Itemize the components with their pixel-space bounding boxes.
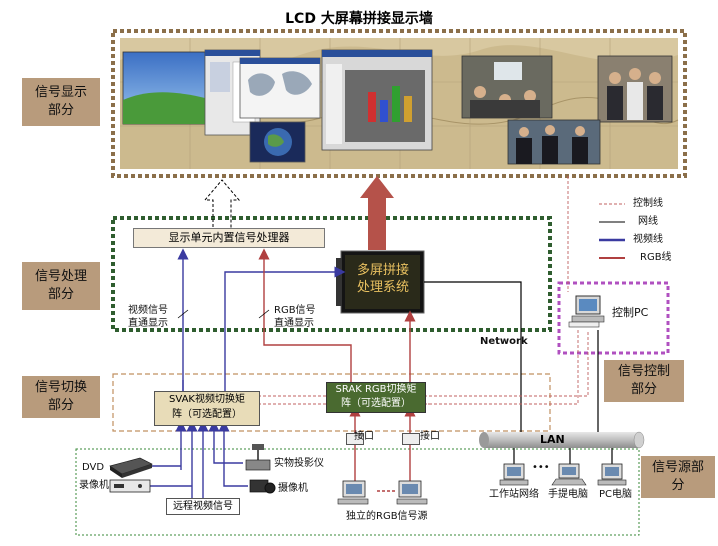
3d-chart-window [321,49,433,151]
lan-label: LAN [540,433,565,446]
rgb-source-pc-1 [337,480,369,505]
side-label-display-line2: 部分 [47,103,74,118]
laptop-pc [551,463,587,486]
interface-1 [346,433,364,445]
side-label-display: 信号显示 部分 [22,78,100,126]
dvd-label: DVD [82,462,105,473]
side-label-switching-line1: 信号切换 [34,380,87,395]
globe-window [249,121,306,163]
control-pc-label: 控制PC [612,306,649,319]
vcr-label: 录像机 [79,480,109,491]
rgb-direct-label: RGB信号 直通显示 [274,304,316,330]
srak-line2: 阵（可选配置） [341,398,411,409]
video-lines [150,248,346,498]
dots-label: ••• [532,462,550,473]
interface-1-label: 接口 [354,431,374,442]
vcr-device [109,479,151,493]
side-label-switching-line2: 部分 [47,398,74,413]
interface-2-label: 接口 [420,431,440,442]
diagram-title: LCD 大屏幕拼接显示墙 [285,11,433,27]
side-label-source-line1: 信号源部 [651,460,704,475]
video-direct-line1: 视频信号 [128,305,168,316]
rgb-direct-line1: RGB信号 [274,305,316,316]
legend-lines [599,203,625,259]
legend-video-line: 视频线 [633,234,663,245]
multi-screen-label-line2: 处理系统 [356,280,409,295]
meeting-photo [461,55,553,119]
legend-network-line: 网线 [638,216,658,227]
side-label-control: 信号控制 部分 [604,360,684,402]
srak-line1: SRAK RGB切换矩 [335,384,417,395]
rgb-source-pc-2 [396,480,428,505]
workstation-pc [499,463,529,486]
builtin-processor-box: 显示单元内置信号处理器 [133,228,325,248]
camera-label: 摄像机 [278,483,308,494]
side-label-processing: 信号处理 部分 [22,262,100,310]
srak-matrix: SRAK RGB切换矩 阵（可选配置） [326,382,426,413]
source-frame [75,448,640,536]
legend-control-line: 控制线 [633,198,663,209]
network-lines [424,281,613,464]
side-label-control-line2: 部分 [630,382,657,397]
projector-device [245,444,271,471]
builtin-to-wall-arrow [203,179,241,232]
side-label-source-line2: 分 [671,478,685,493]
multi-screen-label-line1: 多屏拼接 [356,263,409,278]
pc-label: PC电脑 [599,489,633,500]
legend-rgb-line: RGB线 [640,252,672,263]
svak-line2: 阵（可选配置） [172,409,242,420]
businessmen-photo [507,119,601,165]
projector-label: 实物投影仪 [274,458,324,469]
laptop-label: 手提电脑 [548,489,588,500]
multi-screen-label: 多屏拼接 处理系统 [345,262,421,296]
switching-frame [112,373,551,432]
world-map-window [239,57,321,119]
video-direct-label: 视频信号 直通显示 [128,304,168,330]
video-direct-line2: 直通显示 [128,318,168,329]
side-label-processing-line2: 部分 [47,287,74,302]
officials-photo [597,55,673,123]
desktop-pc [597,463,627,486]
multi-screen-device [336,250,425,314]
control-pc-icon [568,295,605,328]
desktop-window [122,51,206,125]
interface-2 [402,433,420,445]
camera-device [249,479,276,494]
display-wall-frame [111,29,687,178]
lan-bus [479,431,645,449]
dvd-device [109,457,153,478]
svak-line1: SVAK视频切换矩 [169,394,245,405]
svak-matrix: SVAK视频切换矩 阵（可选配置） [154,391,260,426]
network-label: Network [480,336,528,347]
multi-screen-to-wall-arrow [360,176,394,250]
side-label-processing-line1: 信号处理 [34,269,87,284]
rgb-source-label: 独立的RGB信号源 [346,511,428,522]
workstation-label: 工作站网络 [489,489,539,500]
rgb-direct-line2: 直通显示 [274,318,314,329]
processing-frame [111,216,552,332]
side-label-source: 信号源部 分 [641,456,715,498]
side-label-display-line1: 信号显示 [34,85,87,100]
control-pc-frame [557,281,670,355]
rgb-lines [258,248,416,492]
remote-video-box: 远程视频信号 [166,498,240,515]
side-label-control-line1: 信号控制 [617,364,670,379]
side-label-switching: 信号切换 部分 [22,376,100,418]
